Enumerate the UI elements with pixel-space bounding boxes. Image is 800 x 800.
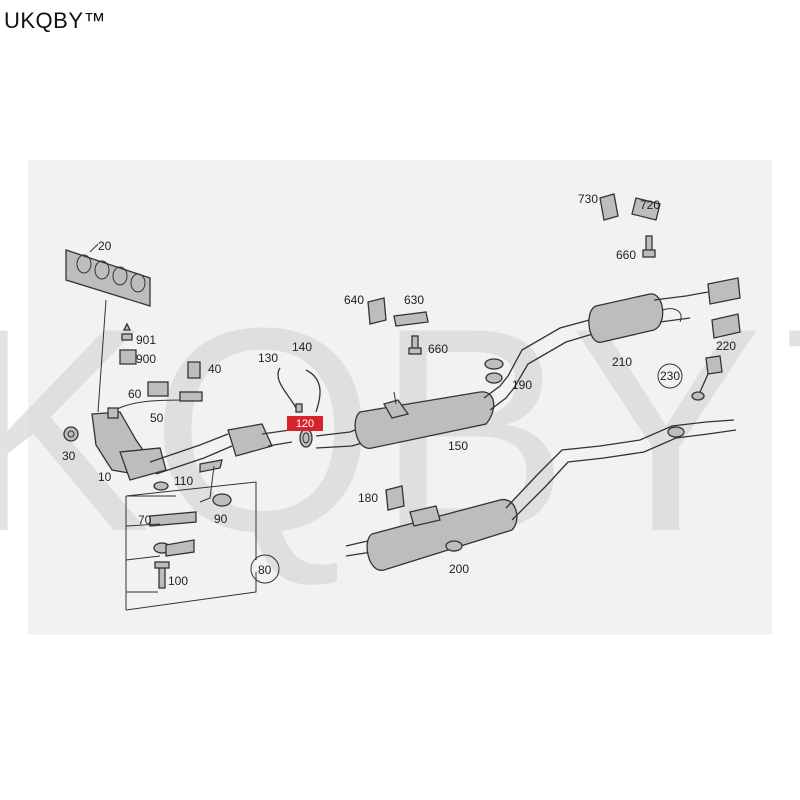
bracket-group-80-outline xyxy=(125,481,280,611)
callout-900: 900 xyxy=(136,352,156,366)
callout-10: 10 xyxy=(98,470,112,484)
bracket-630 xyxy=(393,311,429,327)
clamp-230 xyxy=(691,355,723,401)
sensor-parts-900-901 xyxy=(119,322,137,365)
highlight-box-120 xyxy=(287,416,323,431)
rubber-mount-180 xyxy=(385,485,405,511)
callout-90: 90 xyxy=(214,512,228,526)
callout-230: 230 xyxy=(660,369,680,383)
rubber-mount-90 xyxy=(212,493,232,507)
bolt-660-b xyxy=(642,235,656,258)
callout-80: 80 xyxy=(258,563,272,577)
callout-720: 720 xyxy=(640,198,660,212)
manifold-gasket xyxy=(65,243,151,307)
callout-110: 110 xyxy=(174,474,193,488)
callout-30: 30 xyxy=(62,449,76,463)
rubber-mount-640 xyxy=(367,297,387,325)
callout-120-highlighted: 120 xyxy=(296,418,314,430)
middle-muffler xyxy=(315,315,607,449)
callout-220: 220 xyxy=(716,339,736,353)
callout-150: 150 xyxy=(448,439,468,453)
rear-muffler xyxy=(588,277,741,343)
clamp-130-140 xyxy=(277,367,321,413)
bolt-660-a xyxy=(408,335,422,355)
brand-logo-text: UKQBY™ xyxy=(4,8,107,33)
bracket-110 xyxy=(199,459,223,503)
callout-200: 200 xyxy=(449,562,469,576)
parts-70-100 xyxy=(149,481,197,589)
callout-40: 40 xyxy=(208,362,222,376)
callout-901: 901 xyxy=(136,333,156,347)
rear-section-200 xyxy=(345,419,737,571)
callout-660-a: 660 xyxy=(428,342,448,356)
rubber-mount-730 xyxy=(599,193,619,221)
callout-660-b: 660 xyxy=(616,248,636,262)
callout-130: 130 xyxy=(258,351,278,365)
bracket-720 xyxy=(631,197,661,221)
callout-210: 210 xyxy=(612,355,632,369)
clamp-190 xyxy=(485,372,503,384)
clip-40 xyxy=(187,361,201,379)
oxygen-sensor xyxy=(107,391,203,419)
callout-190: 190 xyxy=(512,378,532,392)
nut-30 xyxy=(63,426,79,442)
leader-line xyxy=(97,299,107,413)
catalytic-converter xyxy=(91,411,293,481)
callout-70: 70 xyxy=(138,513,152,527)
callout-20: 20 xyxy=(98,239,112,253)
callout-50: 50 xyxy=(150,411,164,425)
callout-60: 60 xyxy=(128,387,142,401)
bracket-60 xyxy=(147,381,169,397)
callout-circle-230 xyxy=(657,363,683,389)
callout-140: 140 xyxy=(292,340,312,354)
callout-630: 630 xyxy=(404,293,424,307)
callout-100: 100 xyxy=(168,574,188,588)
callout-730: 730 xyxy=(578,192,598,206)
callout-640: 640 xyxy=(344,293,364,307)
callout-180: 180 xyxy=(358,491,378,505)
gasket-ring-120 xyxy=(299,428,313,448)
